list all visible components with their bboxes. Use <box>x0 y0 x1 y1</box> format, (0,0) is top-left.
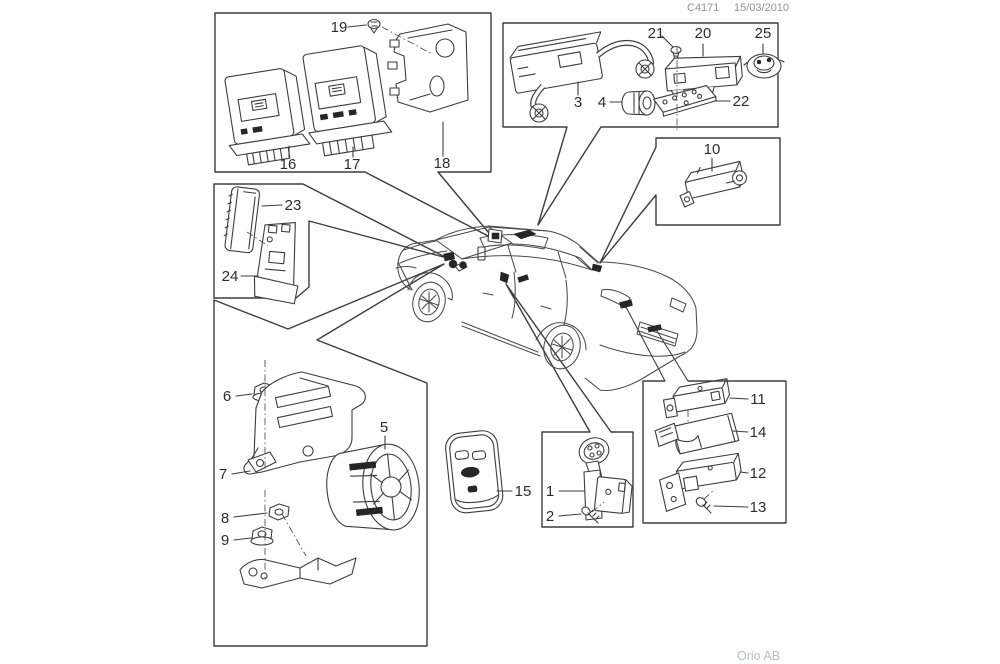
cowl-sensor-b <box>459 261 467 269</box>
part-20-module-drawing <box>664 55 743 97</box>
box-siren-5-9 <box>213 263 445 647</box>
callout-22[interactable]: 22 <box>733 93 750 110</box>
car-body-outline <box>397 225 698 391</box>
car-mounted-components <box>443 228 662 333</box>
part-22-board-drawing <box>653 85 717 117</box>
callout-18[interactable]: 18 <box>434 155 451 172</box>
callout-9[interactable]: 9 <box>221 532 229 549</box>
car-rear-fascia <box>599 321 686 357</box>
car-rear-wheel-arch <box>535 322 587 351</box>
callout-24[interactable]: 24 <box>222 268 239 285</box>
box-telematics-3-25 <box>502 22 779 226</box>
callout-6[interactable]: 6 <box>223 388 231 405</box>
callout-2[interactable]: 2 <box>546 508 554 525</box>
part-10-antenna-drawing <box>679 160 748 208</box>
callout-20[interactable]: 20 <box>695 25 712 42</box>
box-antennas-11-14 <box>642 380 787 524</box>
callout-19[interactable]: 19 <box>331 19 348 36</box>
car-side-glass <box>461 243 593 279</box>
part-3-module-drawing <box>509 31 655 123</box>
callout-7[interactable]: 7 <box>219 466 227 483</box>
callout-5[interactable]: 5 <box>380 419 388 436</box>
car-front-wheel-arch <box>407 272 453 301</box>
trunk-sensor-location <box>619 299 633 309</box>
part-16-module-drawing <box>224 68 311 166</box>
part-24-bracket-drawing <box>253 221 299 305</box>
part-8-nut-drawing <box>268 503 290 521</box>
callout-12[interactable]: 12 <box>750 465 767 482</box>
part-13-screw-drawing <box>695 497 712 514</box>
car-rear-wheel <box>543 324 581 370</box>
siren-mount-bracket-drawing <box>239 557 357 589</box>
part-25-sensor-drawing <box>743 53 785 79</box>
callout-14[interactable]: 14 <box>750 424 767 441</box>
callout-17[interactable]: 17 <box>344 156 361 173</box>
roof-module-face <box>491 232 500 240</box>
callout-23[interactable]: 23 <box>285 197 302 214</box>
leader-trunk-sensor <box>625 306 666 382</box>
box-module-23-24 <box>213 183 448 299</box>
part-11-antenna-drawing <box>662 378 731 419</box>
callout-25[interactable]: 25 <box>755 25 772 42</box>
callout-21[interactable]: 21 <box>648 25 665 42</box>
part-15-keyfob-drawing <box>445 430 504 514</box>
part-18-bracket-drawing <box>387 23 469 113</box>
part-7-shield-drawing <box>243 371 366 475</box>
part-17-module-drawing <box>302 45 393 157</box>
callout-3[interactable]: 3 <box>574 94 582 111</box>
car-taillight-right <box>669 297 687 313</box>
car-rear-glass <box>574 246 599 270</box>
callout-15[interactable]: 15 <box>515 483 532 500</box>
mirror-sensor-location <box>477 246 486 261</box>
bumper-antenna-location <box>647 324 662 333</box>
car-illustration <box>395 225 698 391</box>
callout-16[interactable]: 16 <box>280 156 297 173</box>
car-taillight-left <box>600 288 631 309</box>
callout-11[interactable]: 11 <box>750 391 766 408</box>
drawing-date: 15/03/2010 <box>734 2 789 14</box>
part-callouts: 19 16 17 18 3 4 21 20 25 22 10 23 24 6 7… <box>219 19 772 549</box>
callout-8[interactable]: 8 <box>221 510 229 527</box>
car-hood-lines <box>395 240 448 269</box>
part-14-housing-drawing <box>654 412 740 455</box>
car-door-handles <box>482 292 552 310</box>
roof-bracket-location <box>513 229 537 240</box>
car-front-wheel <box>412 281 446 323</box>
part-2-screw-drawing <box>581 506 600 524</box>
part-5-siren-drawing <box>326 443 420 531</box>
car-door-seams <box>461 271 568 357</box>
box-modules-16-18 <box>214 12 495 240</box>
door-sensor-location <box>517 274 529 283</box>
part-23-module-drawing <box>223 186 261 254</box>
door-module-location <box>499 271 510 284</box>
part-4-plug-drawing <box>621 90 656 116</box>
group-boxes <box>213 12 787 647</box>
brand-footer: Orio AB <box>737 649 780 663</box>
part-19-screw-drawing <box>367 18 381 34</box>
callout-leaders <box>231 24 764 541</box>
cowl-module-location <box>443 251 456 262</box>
callout-4[interactable]: 4 <box>598 94 606 111</box>
part-9-nut-drawing <box>250 526 274 546</box>
callout-10[interactable]: 10 <box>704 141 721 158</box>
cowl-sensor-a <box>448 259 458 269</box>
callout-1[interactable]: 1 <box>546 483 554 500</box>
box-antenna-10 <box>599 137 781 264</box>
construction-lines <box>246 26 715 578</box>
shelf-antenna-location <box>591 263 603 273</box>
callout-13[interactable]: 13 <box>750 499 767 516</box>
part-1-module-drawing <box>578 437 633 521</box>
part-12-antenna-drawing <box>658 452 742 512</box>
box-module-1-2 <box>505 283 634 528</box>
drawing-code: C4171 <box>687 2 719 14</box>
